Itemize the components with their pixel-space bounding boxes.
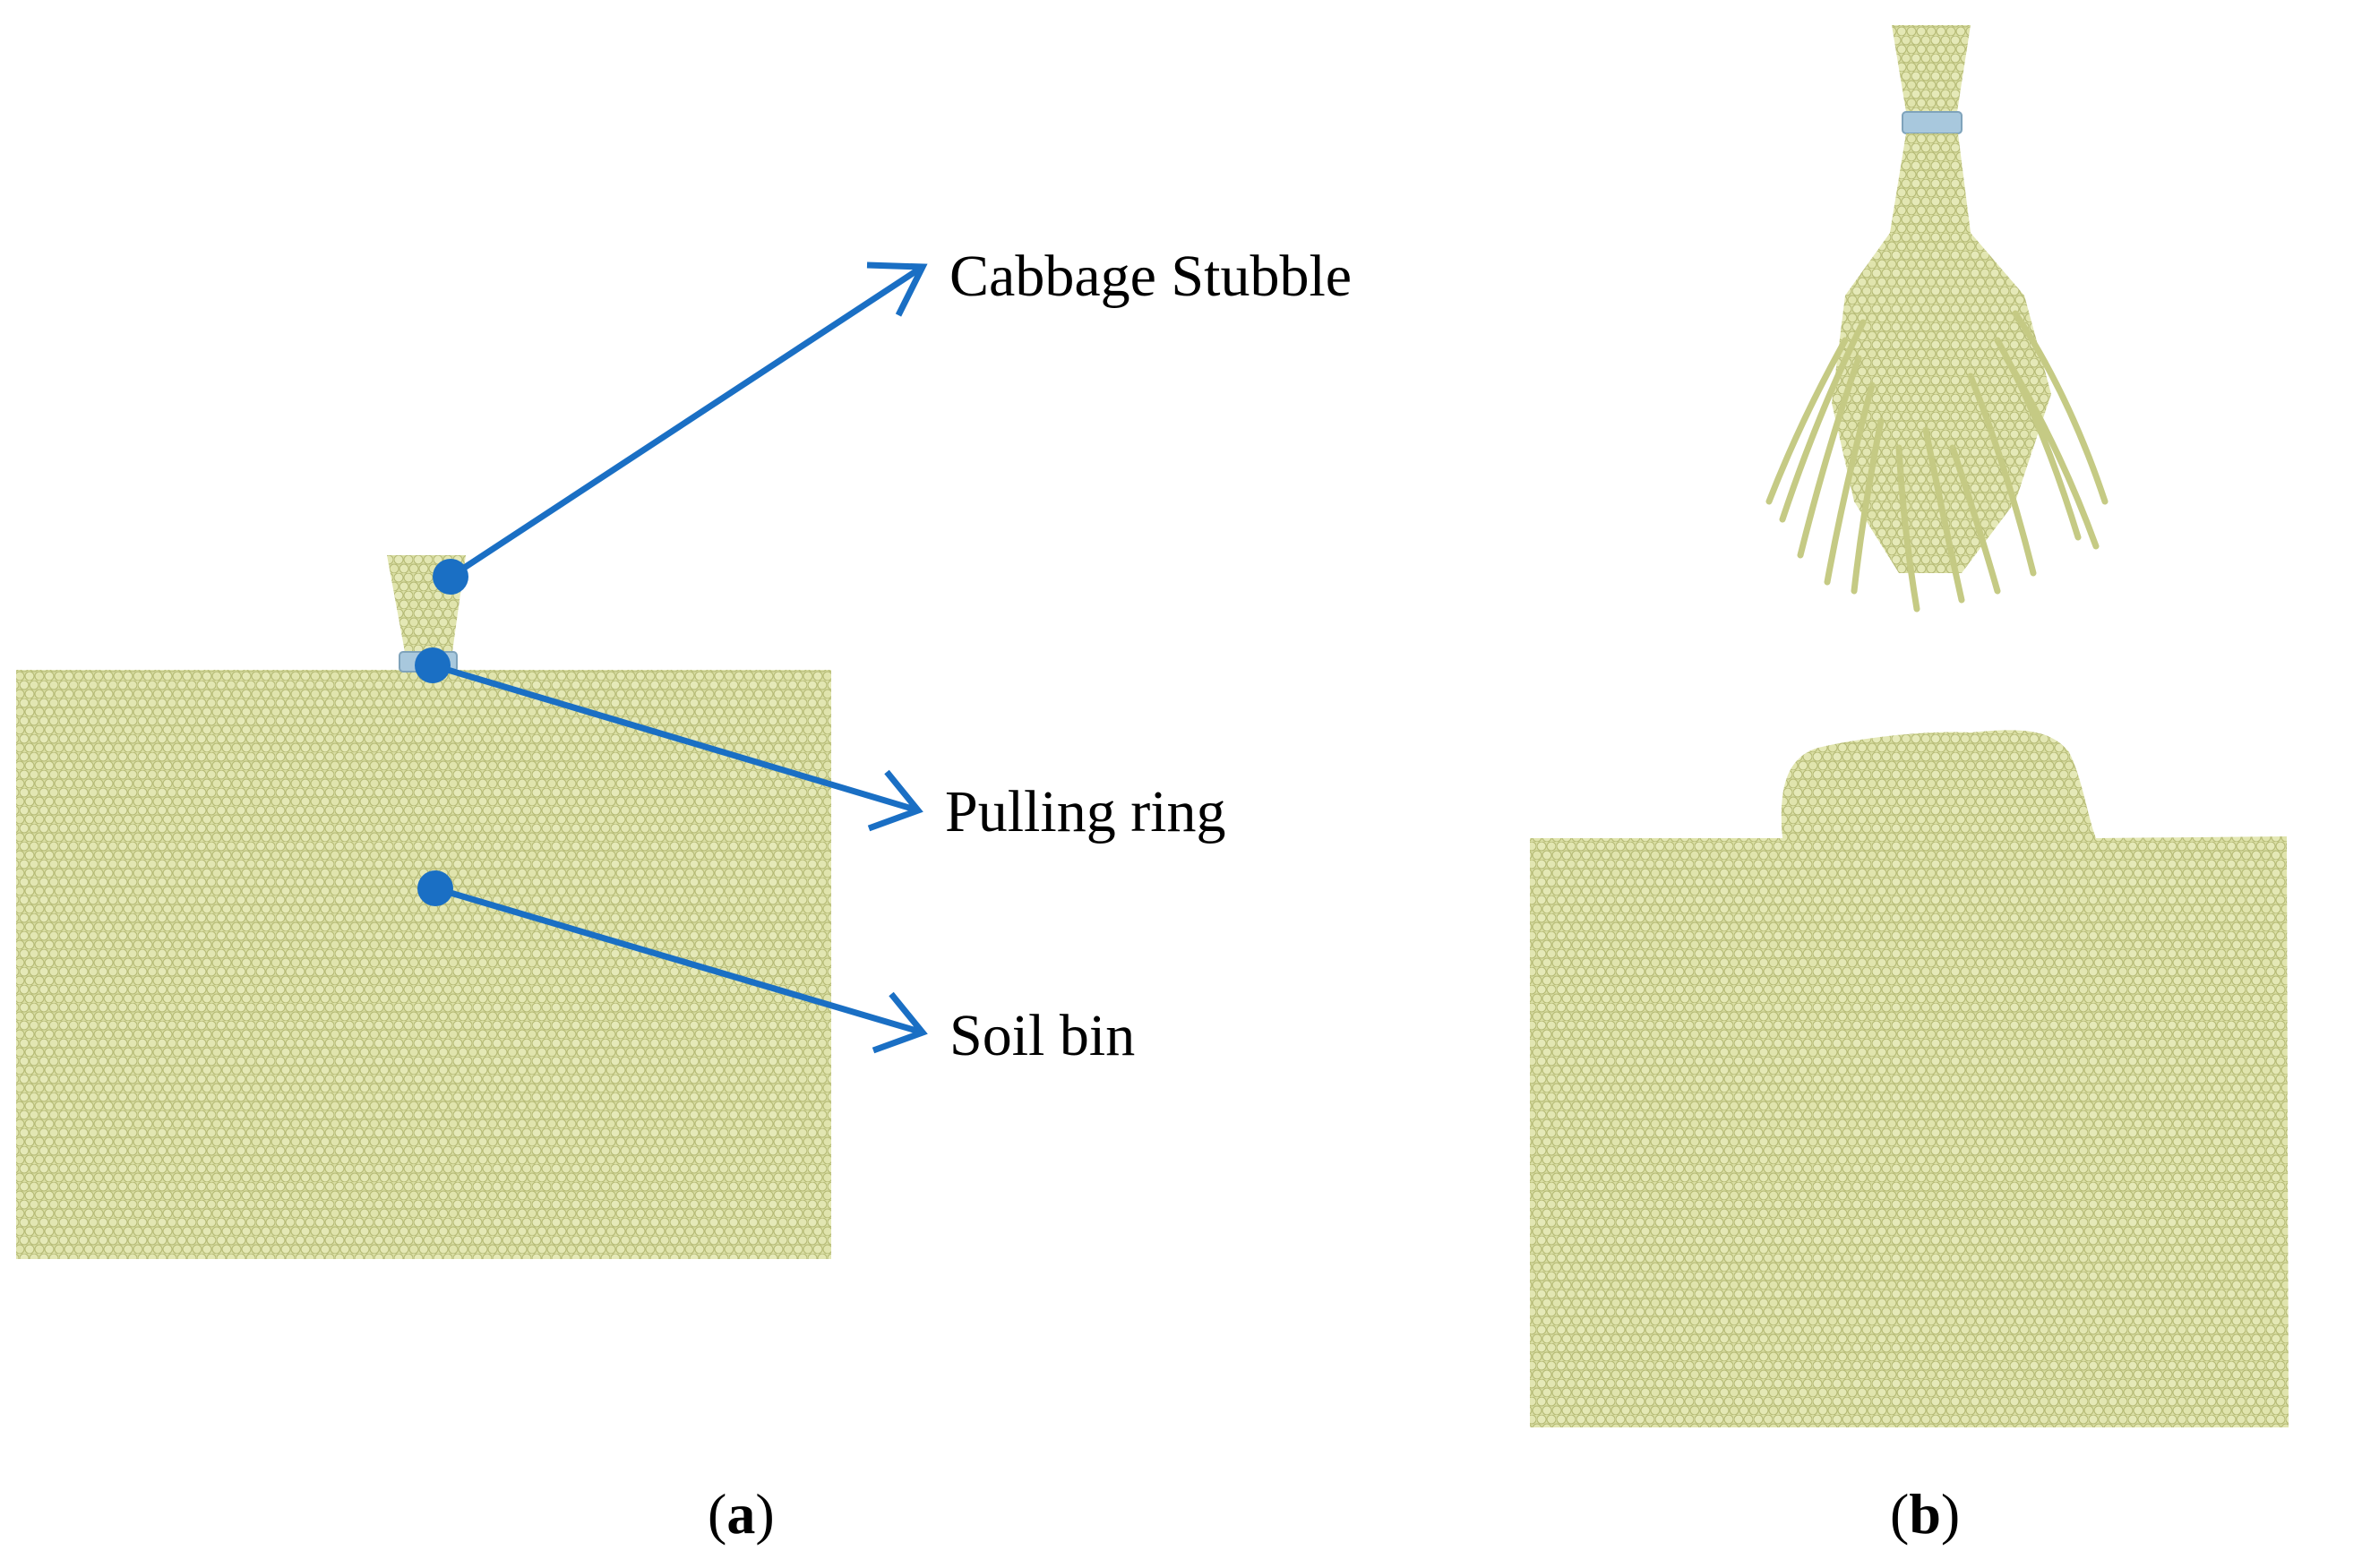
callout-ring bbox=[415, 647, 923, 832]
root-strands bbox=[1765, 310, 2109, 613]
stubble-stem-b bbox=[1890, 133, 1971, 233]
callout-stubble bbox=[433, 261, 928, 595]
root-body-b bbox=[1832, 233, 2051, 573]
label-pulling-ring: Pulling ring bbox=[945, 779, 1226, 844]
callout-soil bbox=[417, 870, 928, 1054]
callout-dot bbox=[417, 870, 453, 906]
callout-dot bbox=[415, 647, 451, 683]
soil-bin-a bbox=[16, 670, 831, 1259]
panel-a: Cabbage Stubble Pulling ring Soil bin (a… bbox=[16, 244, 1352, 1546]
arrowhead-icon bbox=[867, 769, 923, 832]
arrowhead-icon bbox=[866, 261, 928, 317]
label-cabbage-stubble: Cabbage Stubble bbox=[949, 244, 1352, 309]
label-soil-bin: Soil bin bbox=[949, 1003, 1135, 1068]
cabbage-stubble-b bbox=[1892, 25, 1971, 112]
arrowhead-icon bbox=[872, 991, 928, 1054]
caption-b: (b) bbox=[1890, 1482, 1960, 1546]
callout-dot bbox=[433, 559, 468, 595]
caption-a: (a) bbox=[708, 1482, 775, 1546]
pulling-ring-b bbox=[1902, 111, 1963, 134]
soil-bin-b bbox=[1530, 730, 2289, 1427]
panel-b: (b) bbox=[1530, 25, 2289, 1546]
